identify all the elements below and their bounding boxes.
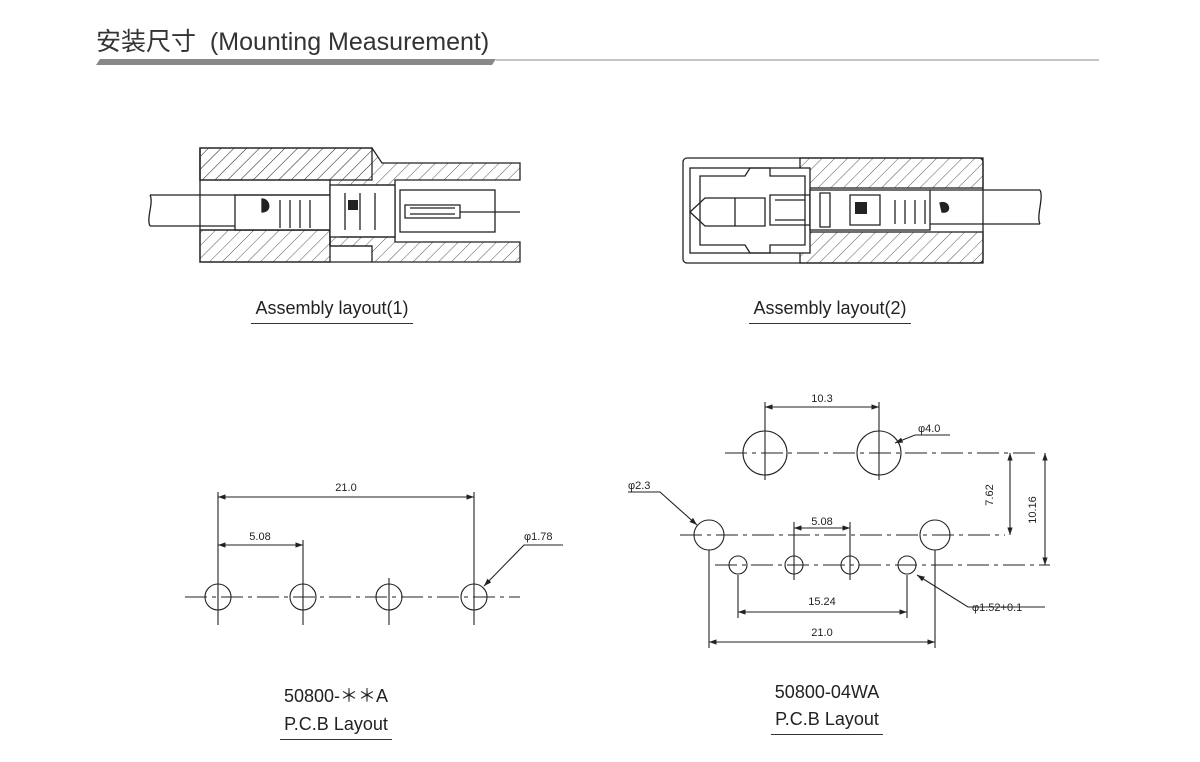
dim-1016: 10.16 [1027, 496, 1039, 524]
pcb-hole-small [728, 555, 748, 575]
caption-pcb-left: 50800-＊＊A P.C.B Layout [236, 682, 436, 740]
dim-508-left: 5.08 [249, 531, 270, 543]
dim-762: 7.62 [984, 484, 996, 505]
dim-hole-dia-left: φ1.78 [524, 531, 553, 543]
dim-40: φ4.0 [918, 423, 940, 435]
title-english: (Mounting Measurement) [209, 28, 490, 56]
assembly-drawing-2 [682, 157, 1042, 264]
caption-assembly-2-text: Assembly layout(2) [749, 298, 911, 324]
pcb-layout-left [185, 492, 563, 625]
dim-23: φ2.3 [628, 480, 650, 492]
caption-assembly-1-text: Assembly layout(1) [251, 298, 413, 324]
pcb-hole-small [897, 555, 917, 575]
title-chinese: 安装尺寸 [96, 28, 197, 56]
page-title: 安装尺寸 (Mounting Measurement) [96, 22, 489, 58]
dim-103: 10.3 [811, 393, 832, 405]
dim-152: φ1.52+0.1 [972, 602, 1022, 614]
caption-assembly-2: Assembly layout(2) [730, 298, 930, 324]
title-underline [96, 59, 1099, 65]
caption-assembly-1: Assembly layout(1) [232, 298, 432, 324]
dim-1524: 15.24 [808, 596, 836, 608]
part-number-right: 50800-04WA [774, 682, 880, 702]
caption-pcb-right: 50800-04WA P.C.B Layout [727, 682, 927, 735]
assembly-drawing-1 [148, 147, 521, 263]
pcb-layout-right-label: P.C.B Layout [771, 709, 883, 735]
pcb-layout-left-label: P.C.B Layout [280, 714, 392, 740]
dim-21-left: 21.0 [335, 482, 356, 494]
dim-21-right: 21.0 [811, 627, 832, 639]
pcb-layout-right [628, 402, 1050, 648]
part-number-left: 50800-＊＊A [283, 686, 389, 706]
dim-508-right: 5.08 [811, 516, 832, 528]
